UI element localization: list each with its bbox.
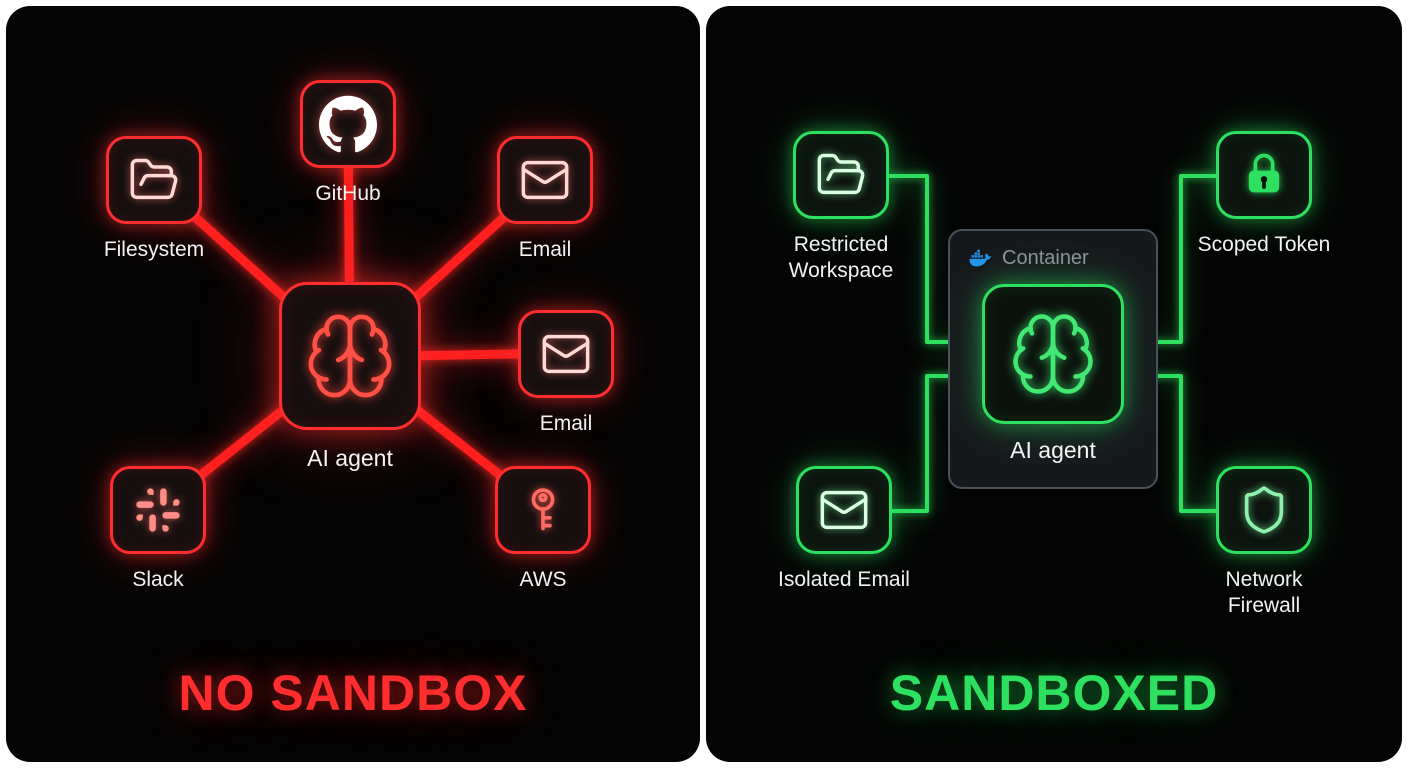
folder-icon xyxy=(130,158,178,200)
node-email-right: Email xyxy=(486,310,646,437)
lock-icon xyxy=(1248,153,1280,193)
github-icon-box xyxy=(300,80,396,168)
title-no-sandbox: NO SANDBOX xyxy=(178,665,528,721)
email-icon-box xyxy=(518,310,614,398)
node-label: Restricted Workspace xyxy=(788,233,894,283)
token-icon-box xyxy=(1216,131,1312,219)
node-isolated-email: Isolated Email xyxy=(764,466,924,593)
ai-agent-label: AI agent xyxy=(307,445,393,471)
node-label: GitHub xyxy=(315,182,381,205)
node-label: Email xyxy=(518,238,572,261)
node-label: AWS xyxy=(519,568,567,591)
panel-no-sandbox: Filesystem GitHub Email xyxy=(6,6,700,762)
node-github: GitHub xyxy=(268,80,428,207)
shield-icon xyxy=(1244,486,1284,534)
brain-icon xyxy=(1013,314,1093,394)
node-restricted-workspace: Restricted Workspace xyxy=(761,131,921,285)
node-label: Scoped Token xyxy=(1197,233,1331,256)
container-header: Container xyxy=(968,246,1089,271)
connection-lines-right xyxy=(888,174,1220,513)
envelope-icon xyxy=(820,490,868,530)
ai-agent-label: AI agent xyxy=(1010,437,1096,463)
slack-icon xyxy=(136,488,180,532)
github-icon xyxy=(319,95,377,153)
node-filesystem: Filesystem xyxy=(74,136,234,263)
node-label: Filesystem xyxy=(103,238,205,261)
key-icon xyxy=(531,488,555,531)
ai-agent-icon-box xyxy=(982,284,1124,424)
slack-icon-box xyxy=(110,466,206,554)
email-icon-box xyxy=(796,466,892,554)
node-ai-agent: AI agent xyxy=(250,282,450,472)
email-icon-box xyxy=(497,136,593,224)
node-aws: AWS xyxy=(463,466,623,593)
container-label: Container xyxy=(1002,247,1089,269)
firewall-icon-box xyxy=(1216,466,1312,554)
brain-icon xyxy=(308,314,392,398)
folder-icon xyxy=(817,153,865,195)
ai-agent-icon-box xyxy=(279,282,421,430)
node-network-firewall: Network Firewall xyxy=(1184,466,1344,620)
node-label: Isolated Email xyxy=(778,568,910,591)
filesystem-icon-box xyxy=(106,136,202,224)
docker-icon xyxy=(969,249,992,267)
envelope-icon xyxy=(521,160,569,200)
node-label: Slack xyxy=(132,568,184,591)
workspace-icon-box xyxy=(793,131,889,219)
node-label: Email xyxy=(539,412,593,435)
node-scoped-token: Scoped Token xyxy=(1184,131,1344,258)
node-email-top: Email xyxy=(465,136,625,263)
container-box: Container AI agent xyxy=(948,229,1158,489)
node-slack: Slack xyxy=(78,466,238,593)
title-sandboxed: SANDBOXED xyxy=(889,665,1219,721)
node-label: Network Firewall xyxy=(1225,568,1303,618)
envelope-icon xyxy=(542,334,590,374)
panel-sandboxed: Restricted Workspace Scoped Token xyxy=(706,6,1402,762)
aws-icon-box xyxy=(495,466,591,554)
